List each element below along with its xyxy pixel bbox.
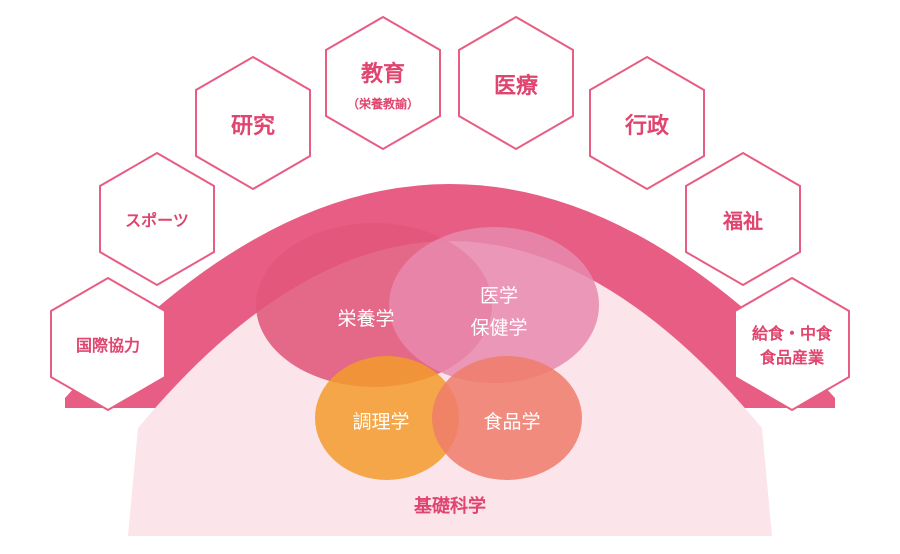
- hex-label: 行政: [624, 113, 670, 139]
- hex-label: スポーツ: [125, 211, 189, 230]
- venn-label-food-science: 食品学: [483, 411, 540, 433]
- hex-shape: [458, 15, 574, 151]
- venn-circle-cooking: [315, 356, 459, 480]
- hex-administration: 行政: [589, 55, 705, 191]
- venn-label-medical-1: 医学: [480, 285, 518, 307]
- hex-shape: [589, 55, 705, 191]
- hex-international: 国際協力: [50, 276, 166, 412]
- hex-shape: [50, 276, 166, 412]
- venn-circle-food-science: [432, 356, 582, 480]
- hex-shape: [99, 151, 215, 287]
- venn-label-cooking: 調理学: [352, 411, 409, 433]
- hex-shape: [685, 151, 801, 287]
- venn-label-medical-2: 保健学: [470, 317, 527, 339]
- base-label: 基礎科学: [413, 495, 486, 517]
- hex-welfare: 福祉: [685, 151, 801, 287]
- hex-sports: スポーツ: [99, 151, 215, 287]
- hex-education: 教育 （栄養教諭）: [325, 15, 441, 151]
- hex-label: 給食・中食: [752, 324, 833, 343]
- arc-title: 管理栄養士: [402, 156, 497, 179]
- hex-shape: [325, 15, 441, 151]
- hex-label: 研究: [231, 113, 275, 139]
- hex-label: 国際協力: [76, 336, 140, 355]
- hex-label: 医療: [494, 73, 538, 99]
- hex-shape: [195, 55, 311, 191]
- hex-sublabel: （栄養教諭）: [347, 96, 419, 111]
- hex-label: 教育: [361, 61, 405, 87]
- hex-shape: [734, 276, 850, 412]
- hex-label-line2: 食品産業: [759, 348, 825, 367]
- venn-diagram: 栄養学 医学 保健学 調理学 食品学: [256, 223, 599, 480]
- hex-label: 福祉: [722, 209, 763, 233]
- hex-research: 研究: [195, 55, 311, 191]
- hex-medical: 医療: [458, 15, 574, 151]
- hex-food-industry: 給食・中食 食品産業: [734, 276, 850, 412]
- venn-circle-medical: [389, 227, 599, 383]
- venn-label-nutrition: 栄養学: [337, 308, 394, 330]
